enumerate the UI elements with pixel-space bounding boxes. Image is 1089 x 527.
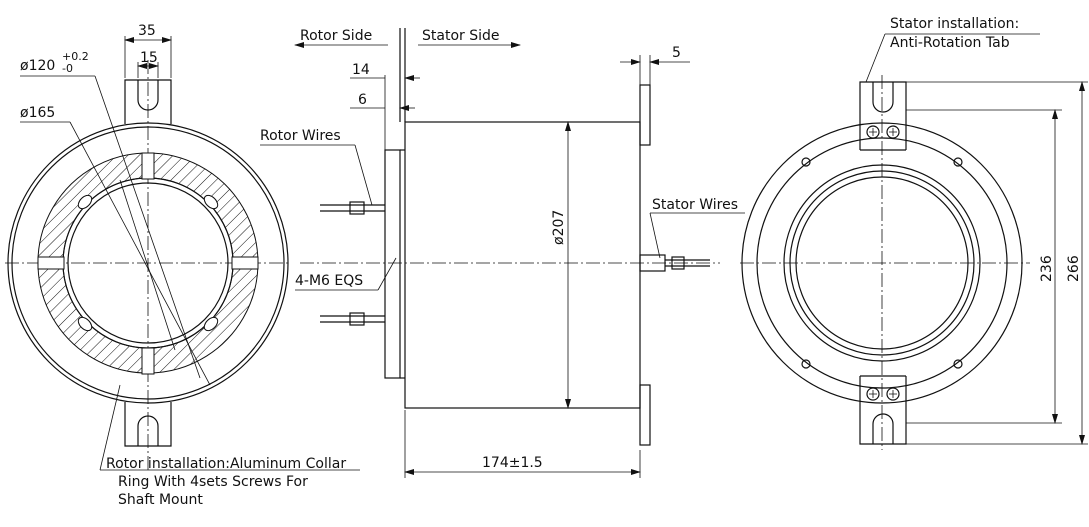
dim-5: 5	[672, 45, 681, 61]
mount-holes-label: 4-M6 EQS	[295, 273, 363, 289]
stator-side-label: Stator Side	[422, 28, 500, 44]
rotor-wires	[320, 201, 385, 326]
dim-14: 14	[352, 62, 370, 78]
stator-end-view: 236 266 Stator installation: Anti-Rotati…	[740, 16, 1088, 450]
stator-install-note-2: Anti-Rotation Tab	[890, 35, 1010, 51]
stator-wires	[665, 256, 710, 270]
rotor-install-note-2: Ring With 4sets Screws For	[118, 474, 308, 490]
rotor-end-view: 35 15 ø120 +0.2 -0 ø165 Rotor installati…	[5, 23, 360, 508]
dim-d120: ø120	[20, 58, 55, 74]
rotor-side-label: Rotor Side	[300, 28, 372, 44]
dim-266: 266	[1066, 255, 1082, 282]
dim-236: 236	[1039, 255, 1055, 282]
dim-d165: ø165	[20, 105, 55, 121]
rotor-install-note-1: Rotor installation:Aluminum Collar	[106, 456, 346, 472]
rotor-wires-label: Rotor Wires	[260, 128, 341, 144]
dim-6: 6	[358, 92, 367, 108]
dim-174: 174±1.5	[482, 455, 543, 471]
dim-15: 15	[140, 50, 158, 66]
dim-d120-tol-lower: -0	[62, 62, 73, 75]
dim-35: 35	[138, 23, 156, 39]
dim-d207: ø207	[551, 210, 567, 245]
side-view: Rotor Side Stator Side 14 6 Roto	[260, 28, 745, 478]
dim-d120-tol-upper: +0.2	[62, 50, 89, 63]
stator-install-note-1: Stator installation:	[890, 16, 1019, 32]
stator-wires-label: Stator Wires	[652, 197, 738, 213]
rotor-install-note-3: Shaft Mount	[118, 492, 203, 508]
